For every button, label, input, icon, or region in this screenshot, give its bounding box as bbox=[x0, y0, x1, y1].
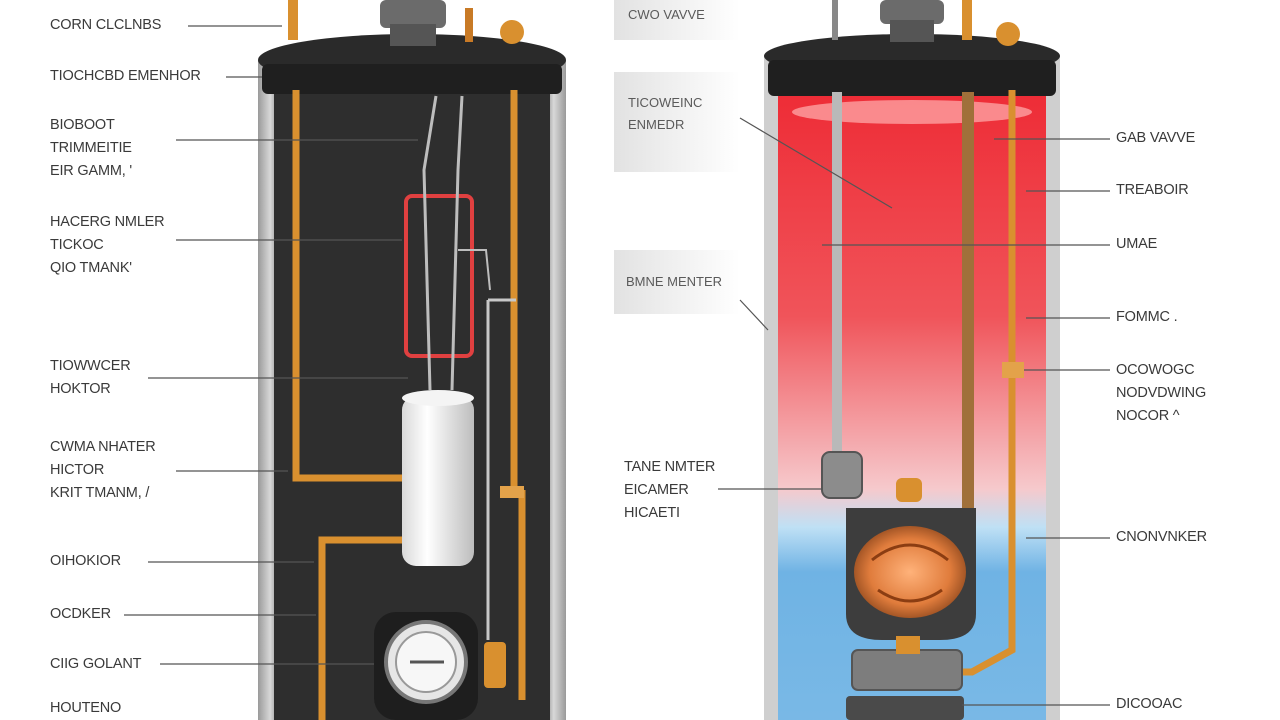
right-gas-valve-stem bbox=[896, 636, 920, 654]
label-center-4: TANE NMTER EICAMER HICAETI bbox=[624, 459, 716, 521]
right-top-valve bbox=[880, 0, 944, 24]
label-left-7: OIHOKIOR bbox=[50, 553, 121, 569]
left-element-frame bbox=[404, 194, 474, 358]
leader-center-2 bbox=[739, 299, 769, 331]
label-right-2: TREABOIR bbox=[1116, 182, 1189, 198]
left-element-wire-2 bbox=[450, 95, 464, 391]
label-left-10: HOUTENO bbox=[50, 700, 122, 716]
left-white-cylinder bbox=[402, 396, 474, 566]
right-burner-arc-2 bbox=[877, 588, 943, 603]
center-panel-mid bbox=[614, 72, 740, 172]
center-panel-top bbox=[614, 0, 740, 40]
left-top-valve bbox=[380, 0, 446, 28]
right-top-fitting-knob bbox=[996, 22, 1020, 46]
label-left-6: CWMA NHATER HICTOR KRIT TMANM, / bbox=[50, 439, 156, 501]
label-right-6: CNONVNKER bbox=[1116, 529, 1207, 545]
label-left-5: TIOWWCER HOKTOR bbox=[50, 358, 131, 397]
right-hot-glow bbox=[792, 100, 1032, 124]
right-burner-arc-1 bbox=[871, 543, 949, 562]
label-right-4: FOMMC . bbox=[1116, 309, 1178, 325]
left-pipe-e bbox=[486, 298, 516, 640]
left-pipe-joint bbox=[500, 486, 524, 498]
center-panel-low bbox=[614, 250, 740, 314]
left-bottom-valve bbox=[484, 642, 506, 688]
left-top-fitting-copper bbox=[288, 0, 298, 40]
label-center-2: TICOWEINC ENMEDR bbox=[628, 95, 703, 132]
leader-center-1 bbox=[739, 117, 893, 209]
label-left-2: TIOCHCBD EMENHOR bbox=[50, 68, 201, 84]
label-center-3: BMNE MENTER bbox=[626, 274, 723, 289]
right-side-valve bbox=[821, 451, 863, 499]
right-burner-cap bbox=[896, 478, 922, 502]
left-element-wire-3 bbox=[458, 249, 491, 291]
label-right-3: UMAE bbox=[1116, 236, 1158, 252]
left-tank bbox=[258, 0, 566, 720]
label-left-4: HACERG NMLER TICKOC QIO TMANK' bbox=[50, 214, 165, 276]
left-white-cylinder-top bbox=[402, 390, 474, 406]
left-pipe-b bbox=[318, 536, 404, 720]
left-top-valve-base bbox=[390, 24, 436, 46]
right-dip-tube-1 bbox=[832, 92, 842, 464]
label-left-8: OCDKER bbox=[50, 606, 111, 622]
leader-lines bbox=[124, 25, 1110, 706]
label-left-3: BIOBOOT TRIMMEITIE EIR GAMM, ' bbox=[50, 117, 132, 179]
right-pipe-joint bbox=[1002, 362, 1024, 378]
right-gas-valve-base bbox=[846, 696, 964, 720]
label-right-1: GAB VAVVE bbox=[1116, 130, 1196, 146]
right-top-valve-base bbox=[890, 20, 934, 42]
label-right-7: DICOOAC bbox=[1116, 696, 1183, 712]
label-center-1: CWO VAVVE bbox=[628, 7, 705, 22]
right-top-fitting-copper bbox=[962, 0, 972, 40]
right-tank-rim bbox=[768, 60, 1056, 96]
label-right-5: OCOWOGC NODVDWING NOCOR ^ bbox=[1116, 362, 1207, 424]
left-tank-rim bbox=[262, 64, 562, 94]
right-burner-flame bbox=[854, 526, 966, 618]
right-dip-tube-2 bbox=[962, 92, 974, 512]
left-element-wire-1 bbox=[422, 95, 438, 391]
label-left-9: CIIG GOLANT bbox=[50, 656, 142, 672]
right-top-fitting bbox=[832, 0, 838, 40]
left-top-fitting-copper-2 bbox=[465, 8, 473, 42]
right-gas-valve bbox=[851, 649, 963, 691]
left-pipe-a bbox=[292, 90, 404, 482]
left-top-fitting-knob bbox=[500, 20, 524, 44]
label-left-1: CORN CLCLNBS bbox=[50, 17, 162, 33]
right-tank bbox=[764, 0, 1060, 720]
